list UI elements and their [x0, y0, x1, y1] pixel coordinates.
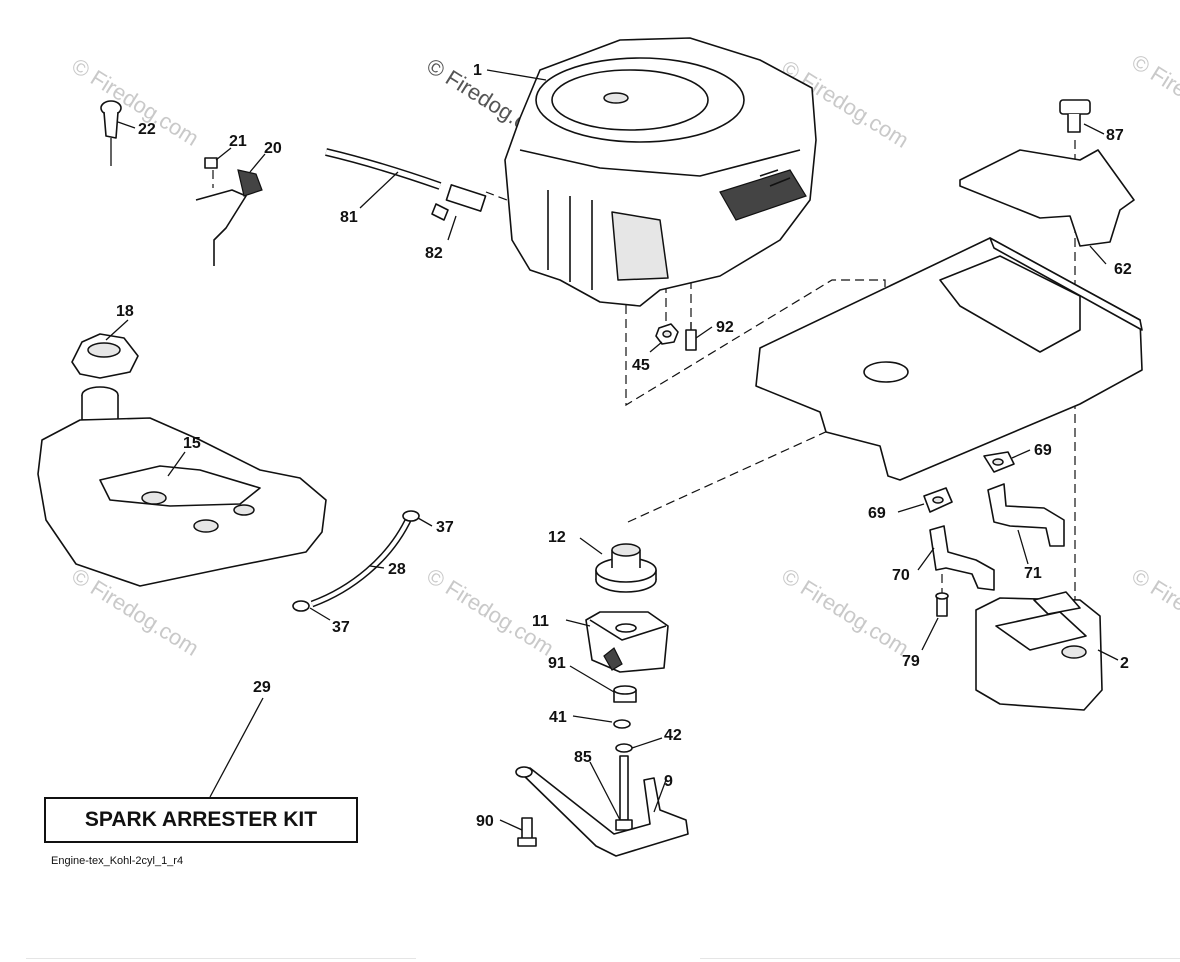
- exhaust-parts: [923, 451, 1065, 591]
- leader-lines: [105, 69, 1119, 831]
- bottom-divider: [700, 958, 1180, 959]
- callout-2: 2: [1120, 655, 1129, 672]
- bottom-divider: [26, 958, 416, 959]
- callouts: 1 22 21 20 81 82 87 62 18 92 45 15 69 69…: [116, 62, 1132, 830]
- callout-79: 79: [902, 653, 920, 670]
- callout-41: 41: [549, 709, 567, 726]
- fuel-line-part: [325, 148, 487, 221]
- callout-92: 92: [716, 319, 734, 336]
- callout-81: 81: [340, 209, 358, 226]
- callout-91: 91: [548, 655, 566, 672]
- control-parts: [100, 100, 263, 266]
- callout-70: 70: [892, 567, 910, 584]
- watermark-text: © Firedog.com: [1127, 563, 1180, 661]
- callout-90: 90: [476, 813, 494, 830]
- callout-37b: 37: [332, 619, 350, 636]
- callout-71: 71: [1024, 565, 1042, 582]
- callout-15: 15: [183, 435, 201, 452]
- callout-11: 11: [532, 613, 549, 630]
- figure-code: Engine-tex_Kohl-2cyl_1_r4: [51, 855, 184, 867]
- bracket-bolt-parts: [515, 755, 689, 857]
- watermark-text: © Firedog.com: [422, 563, 558, 661]
- callout-62: 62: [1114, 261, 1132, 278]
- heat-shield-part: [959, 99, 1135, 247]
- callout-22: 22: [138, 121, 156, 138]
- callout-1: 1: [473, 62, 482, 79]
- pulley-part: [595, 543, 657, 593]
- callout-29: 29: [253, 679, 271, 696]
- callout-9: 9: [664, 773, 673, 790]
- spacer-washer-parts: [613, 685, 637, 753]
- bolt-79-part: [935, 592, 949, 617]
- callout-42: 42: [664, 727, 682, 744]
- clutch-part: [585, 611, 669, 673]
- callout-69b: 69: [868, 505, 886, 522]
- callout-12: 12: [548, 529, 566, 546]
- callout-18: 18: [116, 303, 134, 320]
- watermark-text: © Firedog.com: [67, 53, 203, 151]
- callout-87: 87: [1106, 127, 1124, 144]
- callout-85: 85: [574, 749, 592, 766]
- callout-21: 21: [229, 133, 247, 150]
- hardware-parts: [655, 322, 697, 351]
- watermark-text: © Firedog.com: [1127, 49, 1180, 147]
- callout-69a: 69: [1034, 442, 1052, 459]
- spark-arrester-kit-label: SPARK ARRESTER KIT: [44, 797, 358, 843]
- callout-82: 82: [425, 245, 443, 262]
- fuel-cap-part: [71, 333, 139, 379]
- fuel-hose-part: [292, 510, 420, 612]
- engine-part: [504, 37, 817, 307]
- chassis-frame-part: [755, 237, 1143, 481]
- callout-37a: 37: [436, 519, 454, 536]
- fuel-tank-part: [37, 386, 327, 587]
- callout-20: 20: [264, 140, 282, 157]
- callout-45: 45: [632, 357, 650, 374]
- muffler-part: [975, 591, 1103, 711]
- callout-28: 28: [388, 561, 406, 578]
